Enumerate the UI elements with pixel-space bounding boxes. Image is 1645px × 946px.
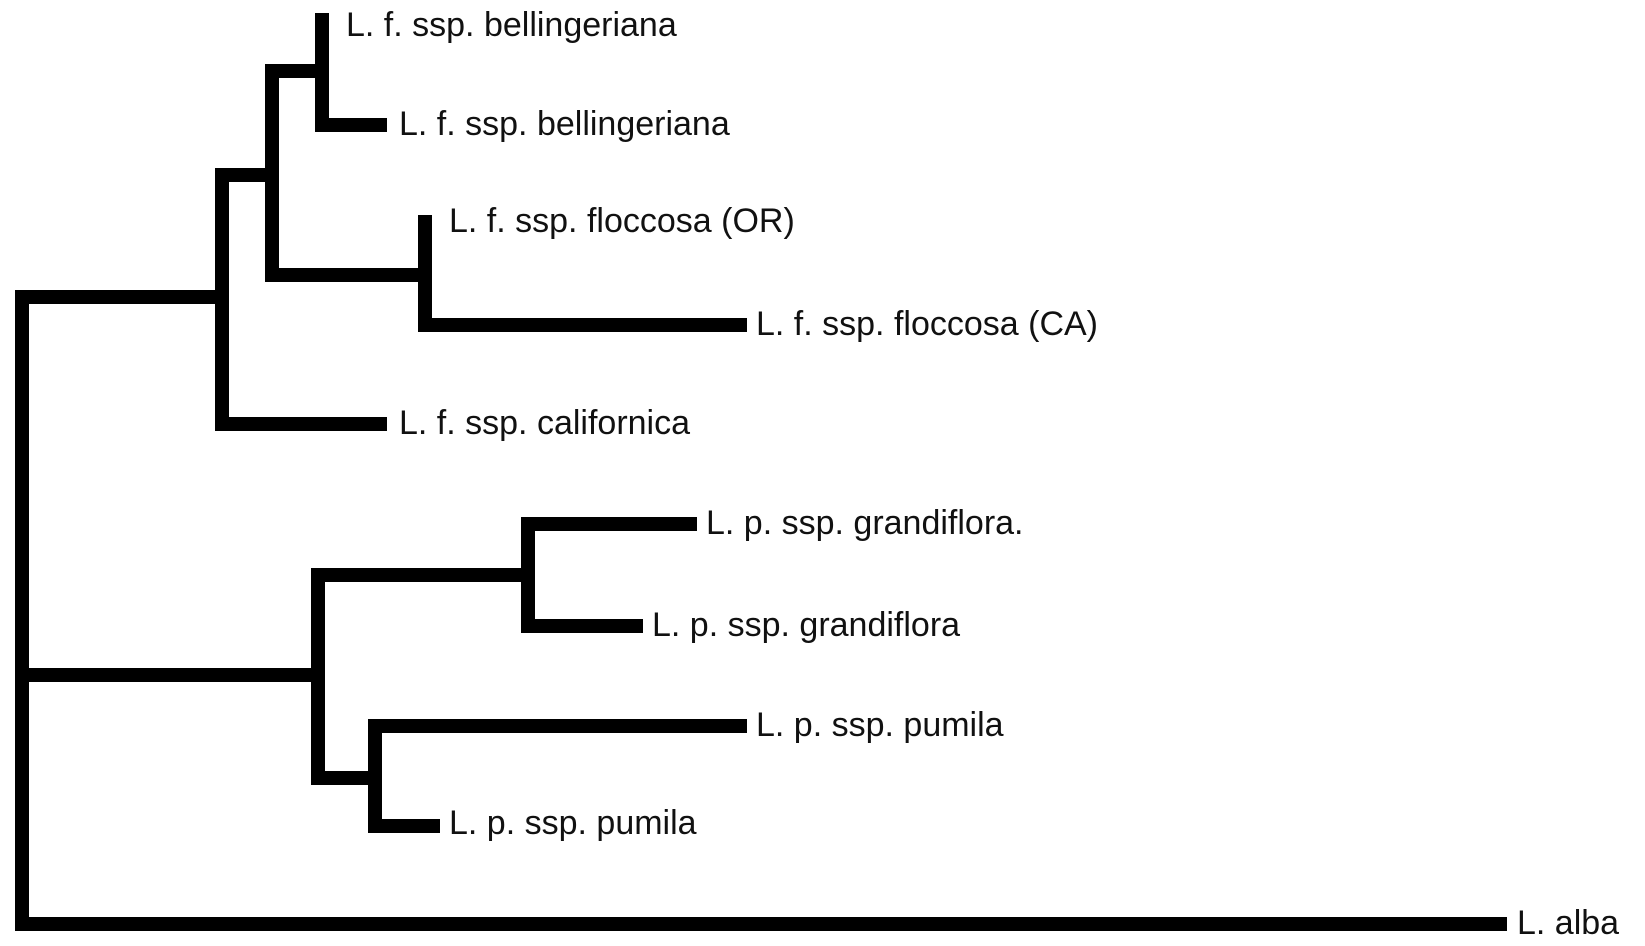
leaf-labels: L. f. ssp. bellingeriana L. f. ssp. bell… <box>346 6 1619 942</box>
leaf-label-bellingeriana-1: L. f. ssp. bellingeriana <box>346 6 677 44</box>
leaf-label-bellingeriana-2: L. f. ssp. bellingeriana <box>399 105 730 143</box>
leaf-label-grandiflora-2: L. p. ssp. grandiflora <box>652 606 960 644</box>
leaf-label-grandiflora-1: L. p. ssp. grandiflora. <box>706 504 1024 542</box>
tree-branches <box>15 13 1507 931</box>
leaf-label-floccosa-ca: L. f. ssp. floccosa (CA) <box>756 305 1098 343</box>
leaf-label-pumila-2: L. p. ssp. pumila <box>449 804 697 842</box>
leaf-label-pumila-1: L. p. ssp. pumila <box>756 706 1004 744</box>
leaf-label-californica: L. f. ssp. californica <box>399 404 690 442</box>
leaf-label-alba: L. alba <box>1517 904 1619 942</box>
leaf-label-floccosa-or: L. f. ssp. floccosa (OR) <box>449 202 795 240</box>
